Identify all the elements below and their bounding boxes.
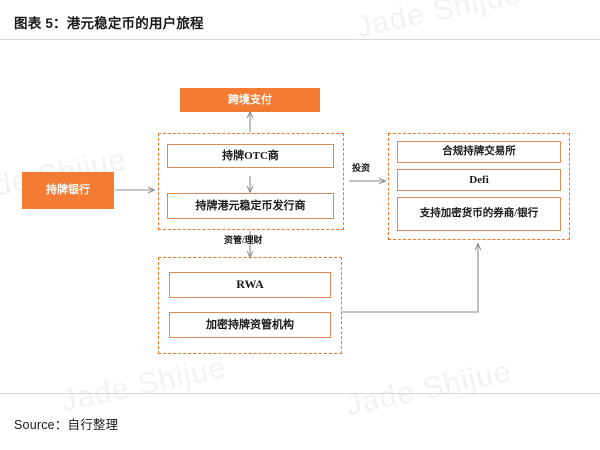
edge-label-text: 资管/理财 <box>224 235 263 245</box>
node-licensed-bank[interactable]: 持牌银行 <box>22 172 114 209</box>
node-label: 支持加密货币的券商/银行 <box>419 208 539 220</box>
node-label: RWA <box>236 277 264 292</box>
group-issuance <box>158 133 344 230</box>
edge-label-investment: 投资 <box>352 164 370 173</box>
node-label: 持牌银行 <box>46 184 90 197</box>
node-crypto-licensed-asset-manager[interactable]: 加密持牌资管机构 <box>169 312 331 338</box>
diagram-canvas: 跨境支付 持牌银行 持牌OTC商 持牌港元稳定币发行商 合规持牌交易所 Defi… <box>0 40 600 393</box>
figure-title: 图表 5：港元稳定币的用户旅程 <box>14 16 204 31</box>
node-defi[interactable]: Defi <box>397 169 561 191</box>
node-label: 持牌港元稳定币发行商 <box>195 199 306 212</box>
figure-header <box>0 0 600 40</box>
node-rwa[interactable]: RWA <box>169 272 331 298</box>
edge-label-custody: 资管/理财 <box>224 236 263 245</box>
node-compliant-licensed-exchange[interactable]: 合规持牌交易所 <box>397 141 561 163</box>
node-licensed-otc[interactable]: 持牌OTC商 <box>167 144 334 168</box>
node-label: 合规持牌交易所 <box>442 146 516 158</box>
node-label: 跨境支付 <box>228 93 272 106</box>
node-licensed-hkd-stablecoin-issuer[interactable]: 持牌港元稳定币发行商 <box>167 193 334 219</box>
edge-label-text: 投资 <box>352 163 371 173</box>
group-custody <box>158 257 342 354</box>
source-note: Source：自行整理 <box>14 418 119 432</box>
node-label: Defi <box>469 173 489 186</box>
node-label: 加密持牌资管机构 <box>206 318 294 331</box>
figure-footer <box>0 393 600 450</box>
node-label: 持牌OTC商 <box>222 149 279 162</box>
group-investment <box>388 133 570 240</box>
node-cross-border-payment[interactable]: 跨境支付 <box>180 88 320 112</box>
node-crypto-friendly-broker-bank[interactable]: 支持加密货币的券商/银行 <box>397 197 561 231</box>
edge-custody-to-investment <box>342 244 478 313</box>
connector-layer <box>115 40 600 313</box>
